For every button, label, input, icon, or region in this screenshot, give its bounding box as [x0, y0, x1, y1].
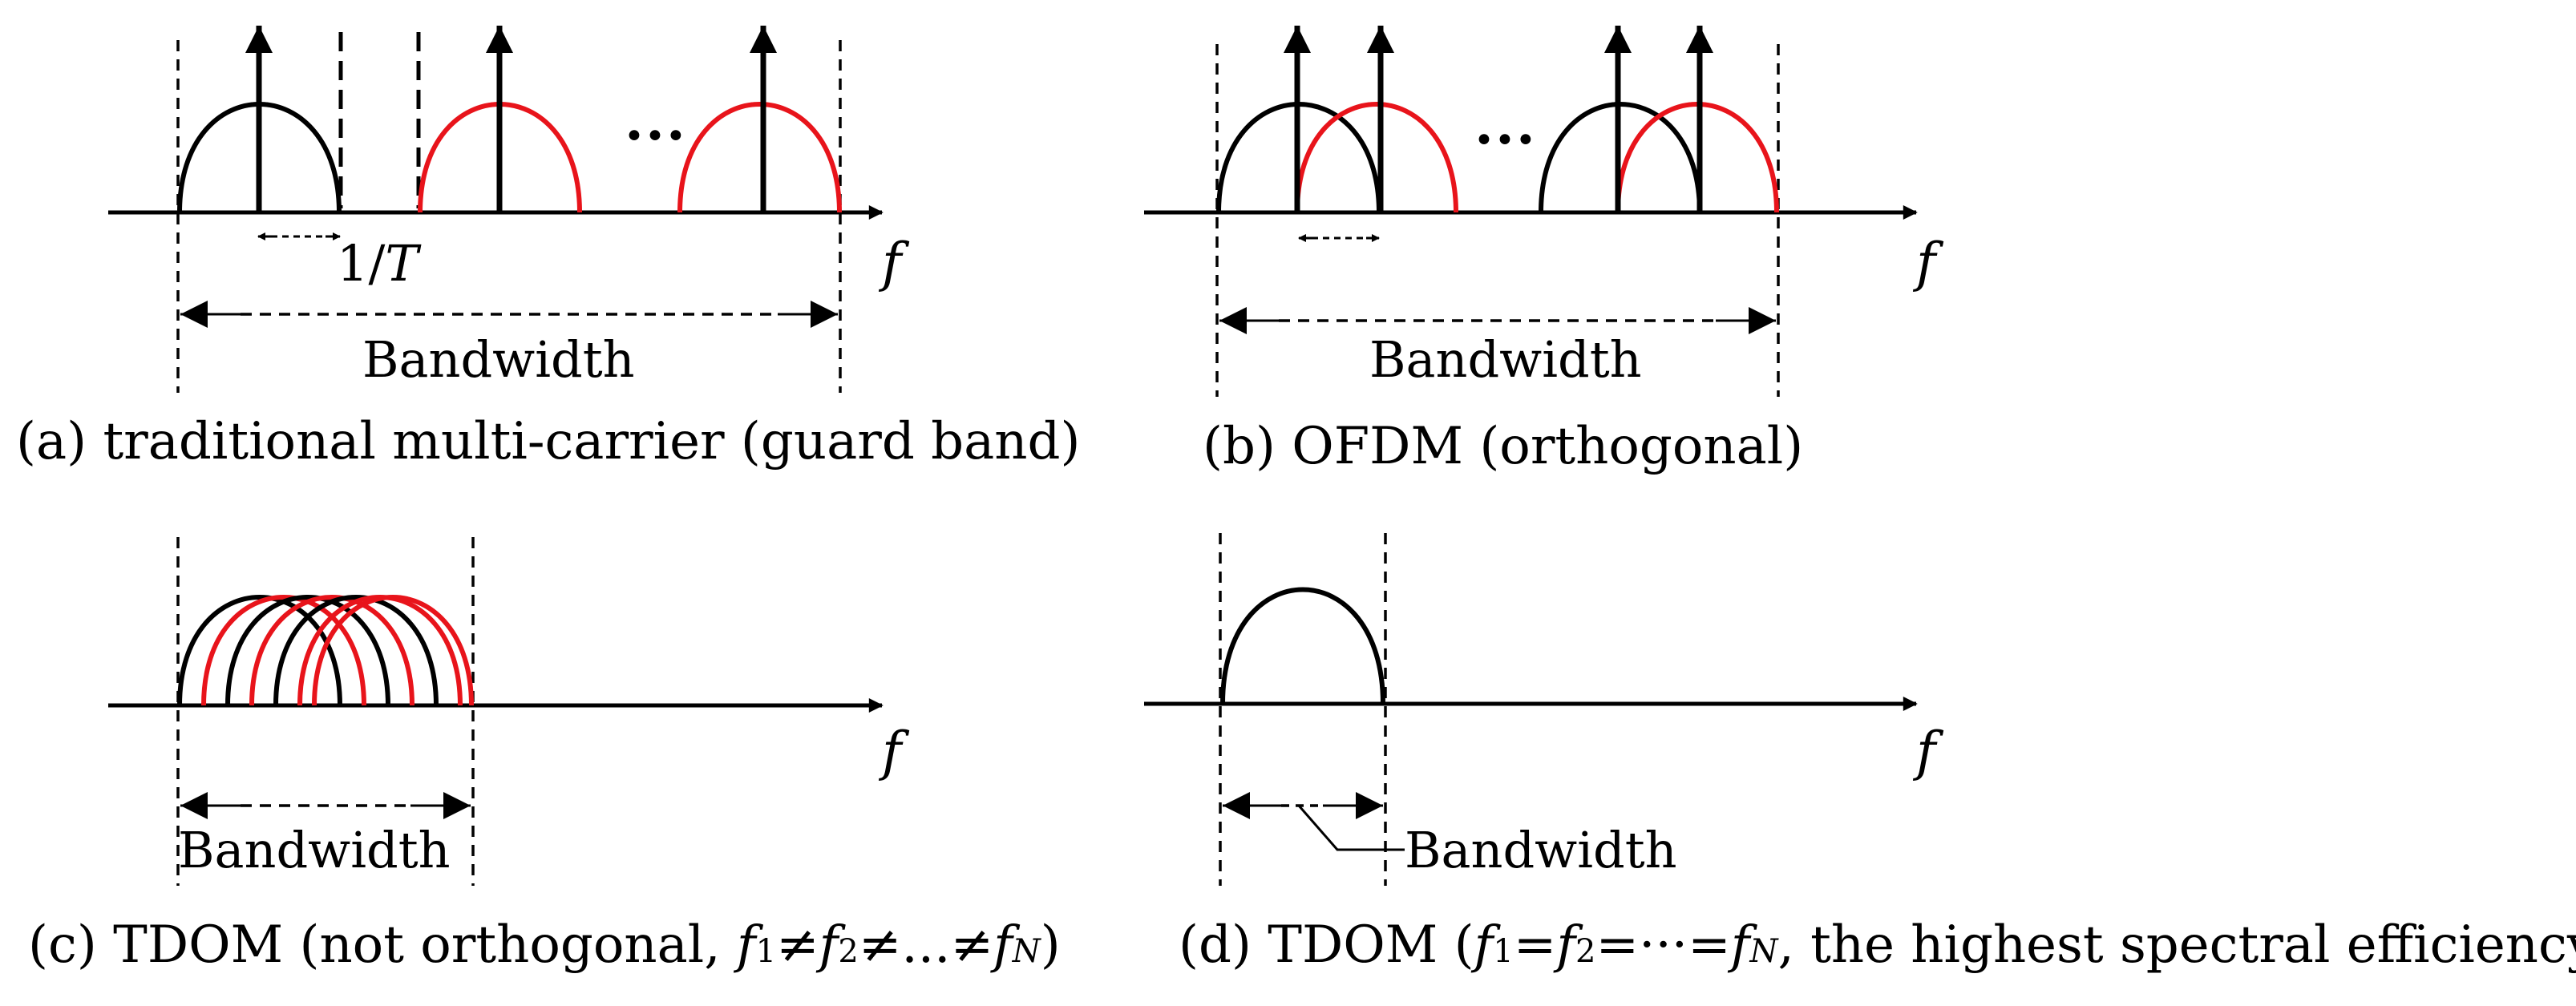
freq-label: f — [1912, 232, 1944, 293]
caption-a: (a) traditional multi-carrier (guard ban… — [16, 412, 1080, 471]
ellipsis: ••• — [1474, 120, 1536, 161]
leader-line — [1297, 805, 1405, 851]
subcarrier-lobe — [177, 595, 342, 706]
bandwidth-label: Bandwidth — [362, 330, 635, 389]
subcarrier-lobe — [312, 595, 474, 706]
bandwidth-label: Bandwidth — [1369, 330, 1642, 389]
bandwidth-label: Bandwidth — [1405, 821, 1677, 879]
subcarrier-lobe — [1295, 102, 1458, 213]
subcarrier-lobe — [225, 595, 390, 706]
subcarrier-lobe — [249, 595, 415, 706]
freq-label: f — [878, 232, 910, 293]
panel-a: ••• 1/T f Bandwidth (a) traditional mult… — [16, 26, 1080, 471]
caption-d: (d) TDOM (f1=f2=···=fN, the highest spec… — [1179, 915, 2576, 975]
freq-label: f — [878, 721, 910, 782]
subcarrier-lobe — [273, 595, 439, 706]
subcarrier-lobe — [1220, 587, 1385, 705]
panel-c: f Bandwidth (c) TDOM (not orthogonal, f1… — [28, 537, 1061, 975]
freq-label: f — [1912, 721, 1944, 782]
subcarrier-lobe — [201, 595, 366, 706]
subcarrier-lobe — [677, 102, 842, 213]
caption-c: (c) TDOM (not orthogonal, f1≠f2≠...≠fN) — [28, 915, 1061, 975]
ellipsis: ••• — [624, 116, 686, 157]
caption-b: (b) OFDM (orthogonal) — [1203, 417, 1803, 476]
bandwidth-label: Bandwidth — [178, 821, 451, 879]
panel-d: f Bandwidth (d) TDOM (f1=f2=···=fN, the … — [1144, 533, 2576, 975]
period-label: 1/T — [337, 234, 422, 293]
panel-b: ••• f Bandwidth (b) OFDM (orthogonal) — [1144, 26, 1944, 476]
